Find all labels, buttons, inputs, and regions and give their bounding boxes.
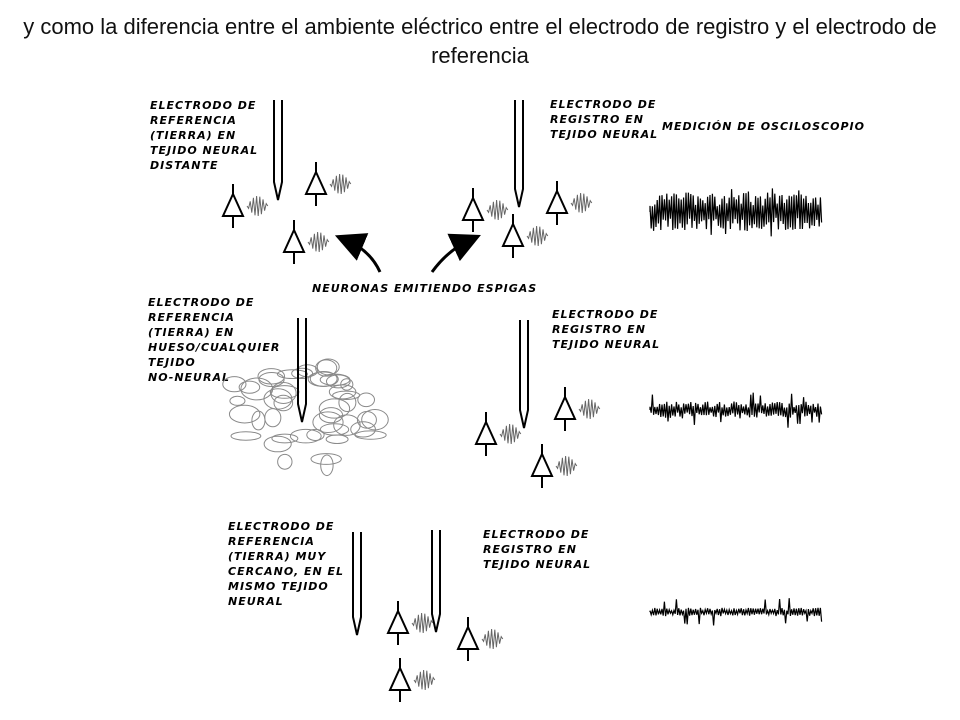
electrode <box>352 532 362 636</box>
oscilloscope-label: MEDICIÓN DE OSCILOSCOPIO <box>662 120 865 133</box>
neuron <box>461 188 509 232</box>
spiking-neurons-label: NEURONAS EMITIENDO ESPIGAS <box>312 282 537 295</box>
panel3-recording-label: ELECTRODO DE REGISTRO EN TEJIDO NEURAL <box>483 528 594 571</box>
bone-cell <box>263 435 292 453</box>
panel1-reference-label: ELECTRODO DE REFERENCIA (TIERRA) EN TEJI… <box>150 99 263 172</box>
neuron <box>530 444 578 488</box>
bone-cell <box>312 411 344 434</box>
bone-cell <box>357 392 376 408</box>
bone-cell <box>258 371 285 387</box>
bone-cell <box>264 408 282 428</box>
scope-trace <box>649 598 823 626</box>
bone-cell <box>229 395 246 406</box>
bone-cell <box>338 392 357 413</box>
bone-cell <box>230 431 262 441</box>
bone-cell <box>276 369 309 380</box>
bone-cell <box>222 376 247 393</box>
bone-cell <box>332 390 361 400</box>
neuron <box>304 162 352 206</box>
neuron <box>221 184 269 228</box>
scope-trace <box>649 392 823 428</box>
bone-cell <box>273 394 294 412</box>
bone-cell <box>263 388 293 410</box>
neuron <box>474 412 522 456</box>
bone-cell <box>350 421 376 438</box>
neuron <box>545 181 593 225</box>
bone-cell <box>277 453 293 470</box>
neuron <box>282 220 330 264</box>
bone-cell <box>316 358 340 376</box>
scope-trace <box>649 188 823 237</box>
bone-cell <box>310 453 342 465</box>
bone-cell <box>325 434 349 444</box>
neuron <box>456 617 504 661</box>
slide-title: y como la diferencia entre el ambiente e… <box>23 14 937 68</box>
bone-cell <box>325 374 351 389</box>
bone-cell <box>306 428 325 441</box>
electrodes <box>273 100 529 636</box>
panel2-recording-label: ELECTRODO DE REGISTRO EN TEJIDO NEURAL <box>552 308 663 351</box>
panel2-reference-label: ELECTRODO DE REFERENCIA (TIERRA) EN HUES… <box>148 296 285 384</box>
bone-cell <box>320 454 334 477</box>
neuron <box>553 387 601 431</box>
electrode <box>273 100 283 201</box>
neuron <box>386 601 434 645</box>
panel1-recording-label: ELECTRODO DE REGISTRO EN TEJIDO NEURAL <box>550 98 661 141</box>
bone-cell <box>251 410 266 431</box>
arrow-right <box>430 233 481 273</box>
electrode <box>431 530 441 633</box>
panel3-reference-label: ELECTRODO DE REFERENCIA (TIERRA) MUY CER… <box>228 520 349 608</box>
bone-texture <box>222 358 389 477</box>
arrow-left <box>334 233 382 273</box>
neurons <box>221 162 601 702</box>
bone-cell <box>315 359 338 377</box>
bone-cell <box>240 377 274 401</box>
oscilloscope-traces <box>649 188 823 626</box>
bone-cell <box>238 380 261 394</box>
electrode <box>297 318 307 423</box>
neuron <box>501 214 549 258</box>
electrode <box>519 320 529 429</box>
bone-cell <box>356 410 377 429</box>
bone-cell <box>291 367 314 380</box>
bone-cell <box>333 414 361 436</box>
bone-cell <box>228 404 261 424</box>
bone-cell <box>289 428 322 444</box>
bone-cell <box>354 430 387 440</box>
bone-cell <box>340 378 354 391</box>
bone-cell <box>271 433 299 444</box>
bone-cell <box>309 370 338 387</box>
bone-cell <box>318 398 351 419</box>
bone-cell <box>319 373 351 386</box>
neuron <box>388 658 436 702</box>
electrode <box>514 100 524 208</box>
